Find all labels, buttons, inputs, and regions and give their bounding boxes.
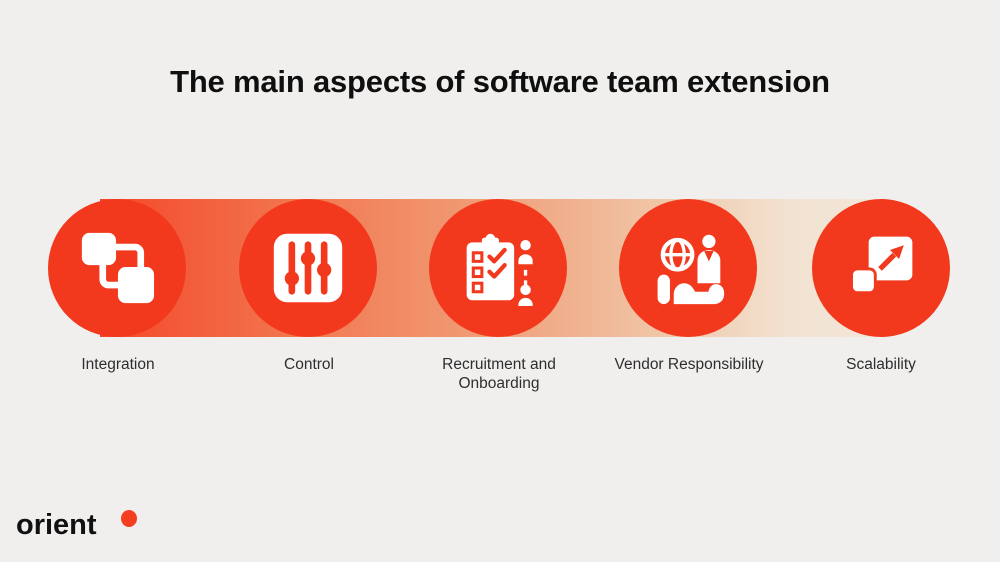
logo-dot-icon <box>121 510 137 527</box>
orient-logo: orient <box>16 509 97 541</box>
aspect-circle-control <box>239 199 377 337</box>
vendor-globe-in-hand-icon <box>657 234 725 305</box>
aspect-label-integration: Integration <box>81 356 155 373</box>
aspect-label-vendor: Vendor Responsibility <box>614 356 764 373</box>
aspect-circle-recruitment <box>429 199 567 337</box>
control-sliders-icon <box>273 233 343 303</box>
scalability-expand-arrow-icon <box>850 236 913 295</box>
aspect-label-recruitment: Recruitment and Onboarding <box>442 356 556 392</box>
recruitment-checklist-icon <box>466 233 533 306</box>
aspect-label-control: Control <box>284 356 334 373</box>
aspect-label-scalability: Scalability <box>846 356 916 373</box>
page-title: The main aspects of software team extens… <box>170 64 830 99</box>
integration-overlapping-squares-icon <box>81 232 155 304</box>
aspect-circle-vendor <box>619 199 757 337</box>
aspect-circle-integration <box>48 199 186 337</box>
aspect-circle-scalability <box>812 199 950 337</box>
